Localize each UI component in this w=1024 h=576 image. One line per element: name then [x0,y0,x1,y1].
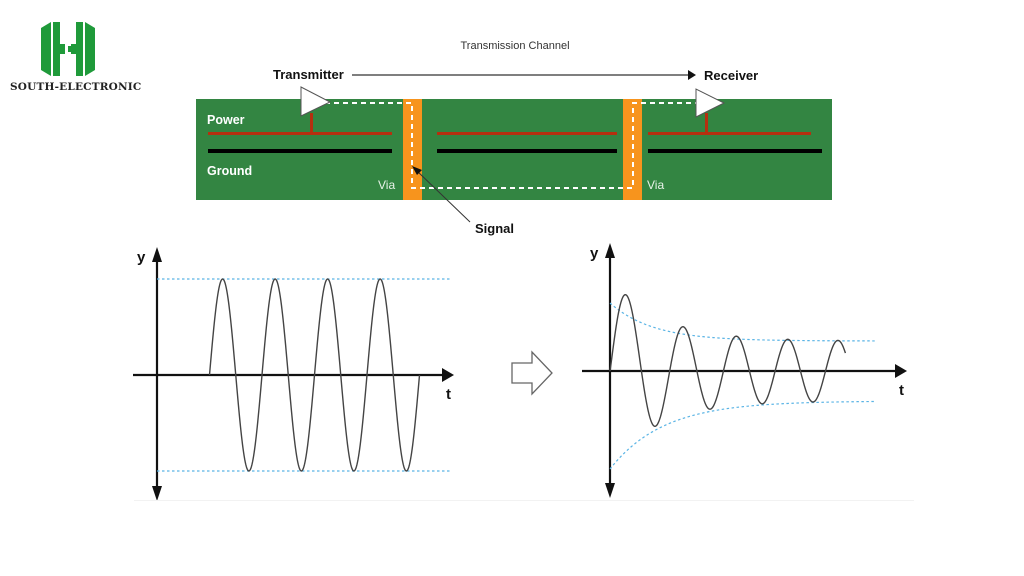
via-label-right: Via [647,178,664,192]
signal-label: Signal [475,221,514,236]
x-axis-arrowhead-icon [442,368,454,382]
divider [134,500,914,501]
power-plane-middle [437,132,617,135]
transmitter-supply-stub [310,113,313,133]
y-axis-top-arrowhead-icon [605,243,615,258]
lower-envelope-line [609,400,875,470]
y-axis-label: y [590,245,599,262]
signal-curve [208,278,421,472]
ground-label: Ground [207,164,252,178]
channel-arrowhead-icon [688,70,696,80]
via-label-left: Via [378,178,395,192]
company-name: SOUTH-ELECTRONIC [10,81,142,93]
attenuated-signal-chart: ty [582,243,907,498]
receiver-buffer-icon [695,88,726,118]
transmitter-label: Transmitter [273,67,344,82]
channel-title: Transmission Channel [460,40,570,52]
via-right [623,99,642,200]
ground-plane-right [648,149,822,153]
x-axis-label: t [899,382,904,399]
upper-envelope-line [609,302,875,342]
power-plane-right [648,132,811,135]
logo-mark-icon [41,22,95,76]
power-label: Power [207,113,245,127]
signal-path [325,102,698,189]
receiver-label: Receiver [704,68,758,83]
power-plane-left [208,132,392,135]
x-axis-label: t [446,386,451,403]
ground-plane-left [208,149,392,153]
transmitter-buffer-icon [300,86,332,117]
y-axis-top-arrowhead-icon [152,247,162,262]
pcb-diagram: Transmitter Receiver Power Ground Via Vi… [196,67,832,236]
y-axis-label: y [137,249,146,266]
signal-curve [609,293,847,427]
receiver-supply-stub [705,113,708,133]
ground-plane-middle [437,149,617,153]
via-left [403,99,422,200]
signal-pointer-line [415,169,471,223]
company-logo [41,22,95,76]
ideal-signal-chart: ty [133,247,454,501]
y-axis-bottom-arrowhead-icon [152,486,162,501]
transition-arrow-icon [511,350,553,396]
x-axis-arrowhead-icon [895,364,907,378]
y-axis-bottom-arrowhead-icon [605,483,615,498]
signal-pointer-arrowhead-icon [412,166,422,175]
